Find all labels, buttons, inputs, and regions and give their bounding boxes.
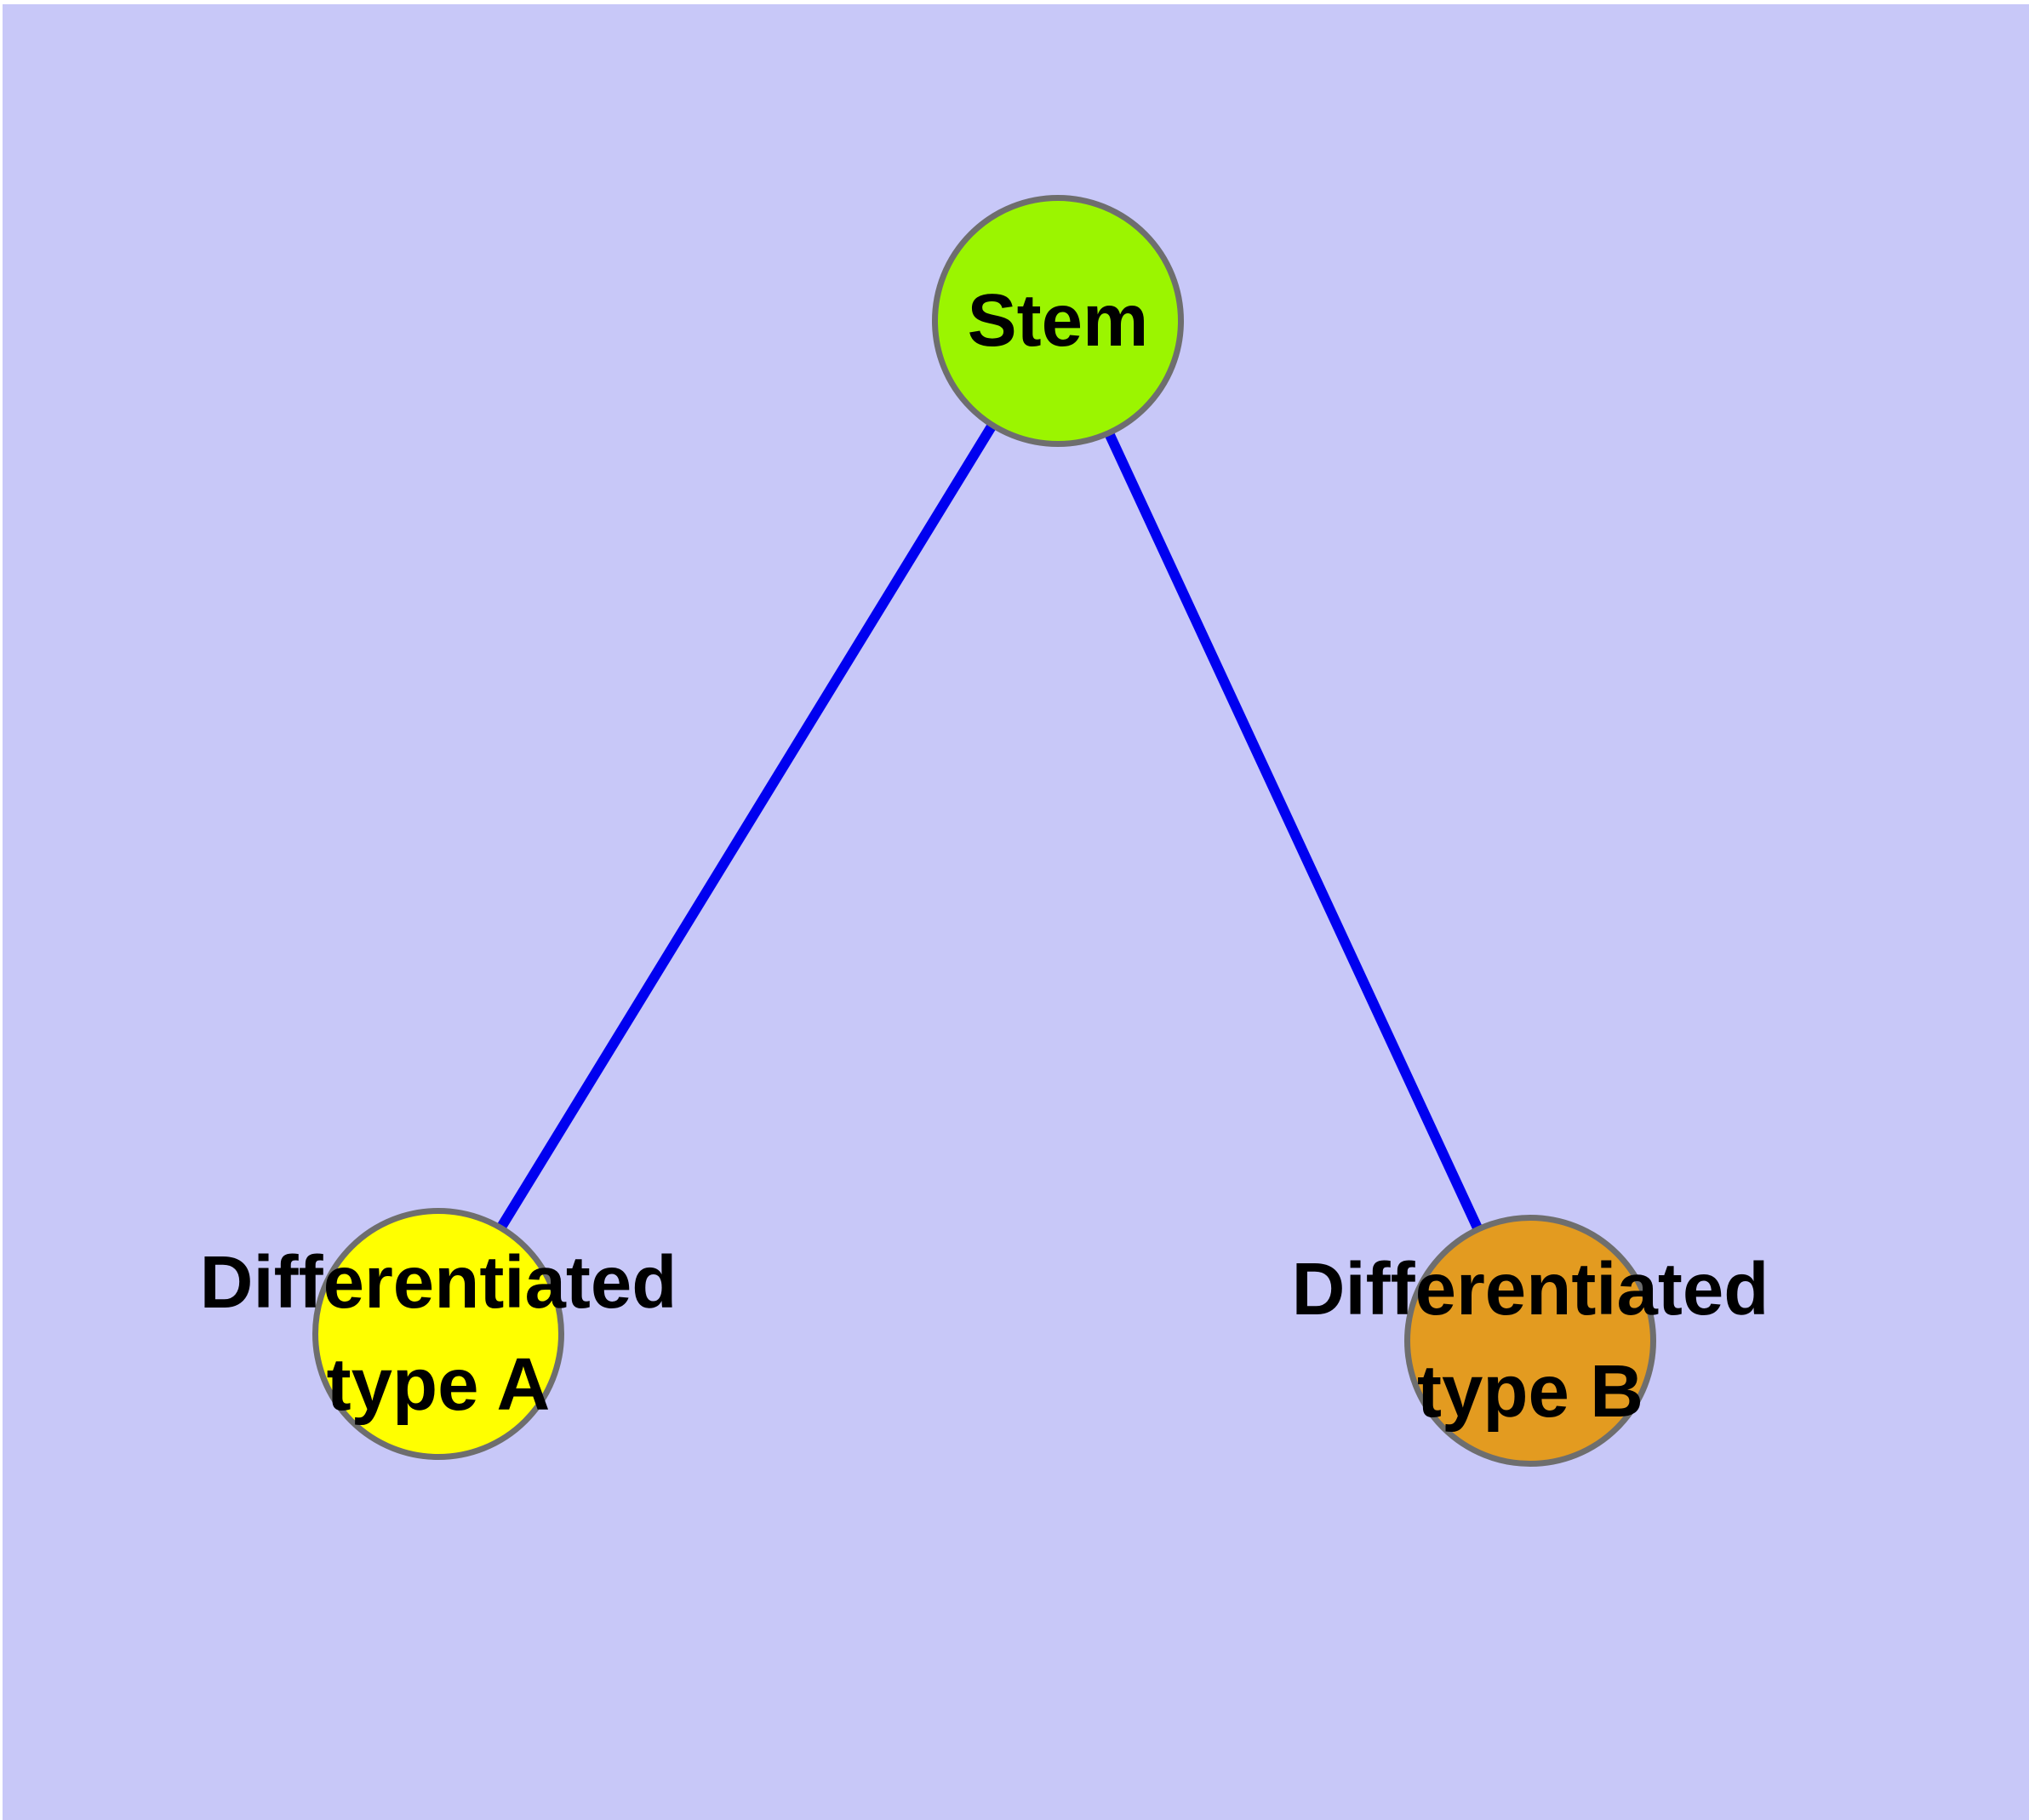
edges-layer (433, 318, 1534, 1340)
node-label-line: type A (326, 1343, 551, 1426)
node-label-stem: Stem (968, 270, 1149, 372)
node-label-line: Differentiated (1291, 1248, 1769, 1331)
node-circle-stem (932, 195, 1184, 447)
edge-stem-to-type-a (433, 318, 1061, 1334)
edge-stem-to-type-b (1052, 318, 1534, 1340)
node-label-type-a: Differentiated type A (200, 1232, 677, 1436)
node-label-line: type B (1417, 1350, 1643, 1433)
node-label-line: Stem (967, 279, 1149, 362)
node-label-line: Differentiated (199, 1241, 677, 1324)
node-circle-type-b (1404, 1215, 1656, 1467)
node-label-type-b: Differentiated type B (1292, 1239, 1769, 1443)
node-circle-type-a (312, 1208, 564, 1460)
